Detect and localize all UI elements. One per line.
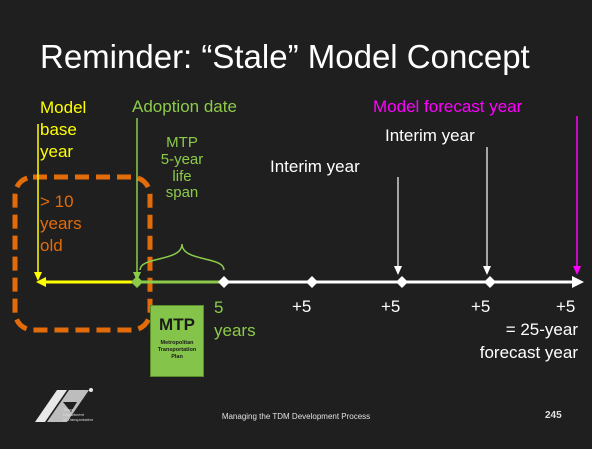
mtp-lifespan-line-1: MTP [166, 134, 198, 151]
model-base-year-label: Model base year [40, 97, 86, 163]
interim-2-pointer-arrow [483, 266, 491, 275]
model-base-line-1: Model [40, 98, 87, 117]
stale-note-line-2: years [40, 214, 82, 234]
stale-note-line-3: old [40, 236, 63, 256]
tick-5-label: 5 years [214, 297, 256, 343]
model-forecast-year-label: Model forecast year [373, 97, 523, 116]
txdot-logo-line-2: Department [63, 411, 84, 417]
txdot-logo: Texas Department of Transportation [33, 386, 95, 431]
marker-10 [306, 276, 318, 288]
txdot-logo-line-3: of Transportation [63, 416, 93, 422]
marker-20 [484, 276, 496, 288]
mtp-lifespan-line-3: life [172, 167, 192, 185]
mtp-lifespan-line-2: 5-year [160, 150, 204, 168]
tick-5-unit: years [214, 320, 256, 340]
mtp-full-name-line-2: Transportation [157, 346, 197, 353]
timeline-right-arrowhead [572, 276, 584, 288]
tick-25-label: +5 [556, 297, 576, 316]
mtp-abbr: MTP [159, 315, 195, 334]
interim-year-1-label: Interim year [270, 157, 360, 176]
marker-adoption [131, 276, 143, 288]
mtp-plan-box: MTP Metropolitan Transportation Plan [150, 305, 204, 377]
mtp-lifespan-line-4: span [165, 184, 199, 202]
txdot-logo-text: Texas Department of Transportation [63, 407, 93, 422]
stale-note-line-1: > 10 [40, 192, 74, 211]
page-number: 245 [545, 410, 562, 421]
tick-5-value: 5 [214, 298, 224, 317]
mtp-brace [139, 243, 225, 271]
slide-title: Reminder: “Stale” Model Concept [40, 38, 530, 75]
adoption-date-label: Adoption date [132, 97, 237, 116]
model-base-line-2: base [40, 120, 77, 140]
interim-1-pointer-arrow [394, 266, 402, 275]
mtp-full-name: Metropolitan Transportation Plan [151, 340, 203, 361]
slide-footer: Managing the TDM Development Process [221, 412, 371, 421]
stale-period-box [12, 174, 153, 333]
tick-15-label: +5 [381, 297, 401, 316]
forecast-note-line-2: forecast year [479, 342, 578, 362]
model-base-line-3: year [40, 142, 74, 162]
txdot-logo-line-1: Texas [63, 407, 74, 412]
marker-15 [396, 276, 408, 288]
stale-note: > 10 years old [40, 191, 82, 257]
timeline-left-arrowhead [36, 277, 46, 287]
mtp-lifespan-label: MTP 5-year life span [147, 134, 217, 202]
forecast-pointer-arrow [573, 266, 581, 275]
mtp-full-name-line-3: Plan [171, 353, 183, 360]
mtp-full-name-line-1: Metropolitan [160, 340, 194, 346]
model-base-pointer-arrow [34, 272, 42, 281]
texas-flag-icon [35, 388, 93, 422]
forecast-note: = 25-year forecast year [480, 319, 578, 365]
forecast-note-line-1: = 25-year [505, 320, 578, 339]
marker-5 [218, 276, 230, 288]
interim-year-2-label: Interim year [385, 126, 475, 145]
tick-20-label: +5 [471, 297, 491, 316]
tick-10-label: +5 [292, 297, 312, 316]
